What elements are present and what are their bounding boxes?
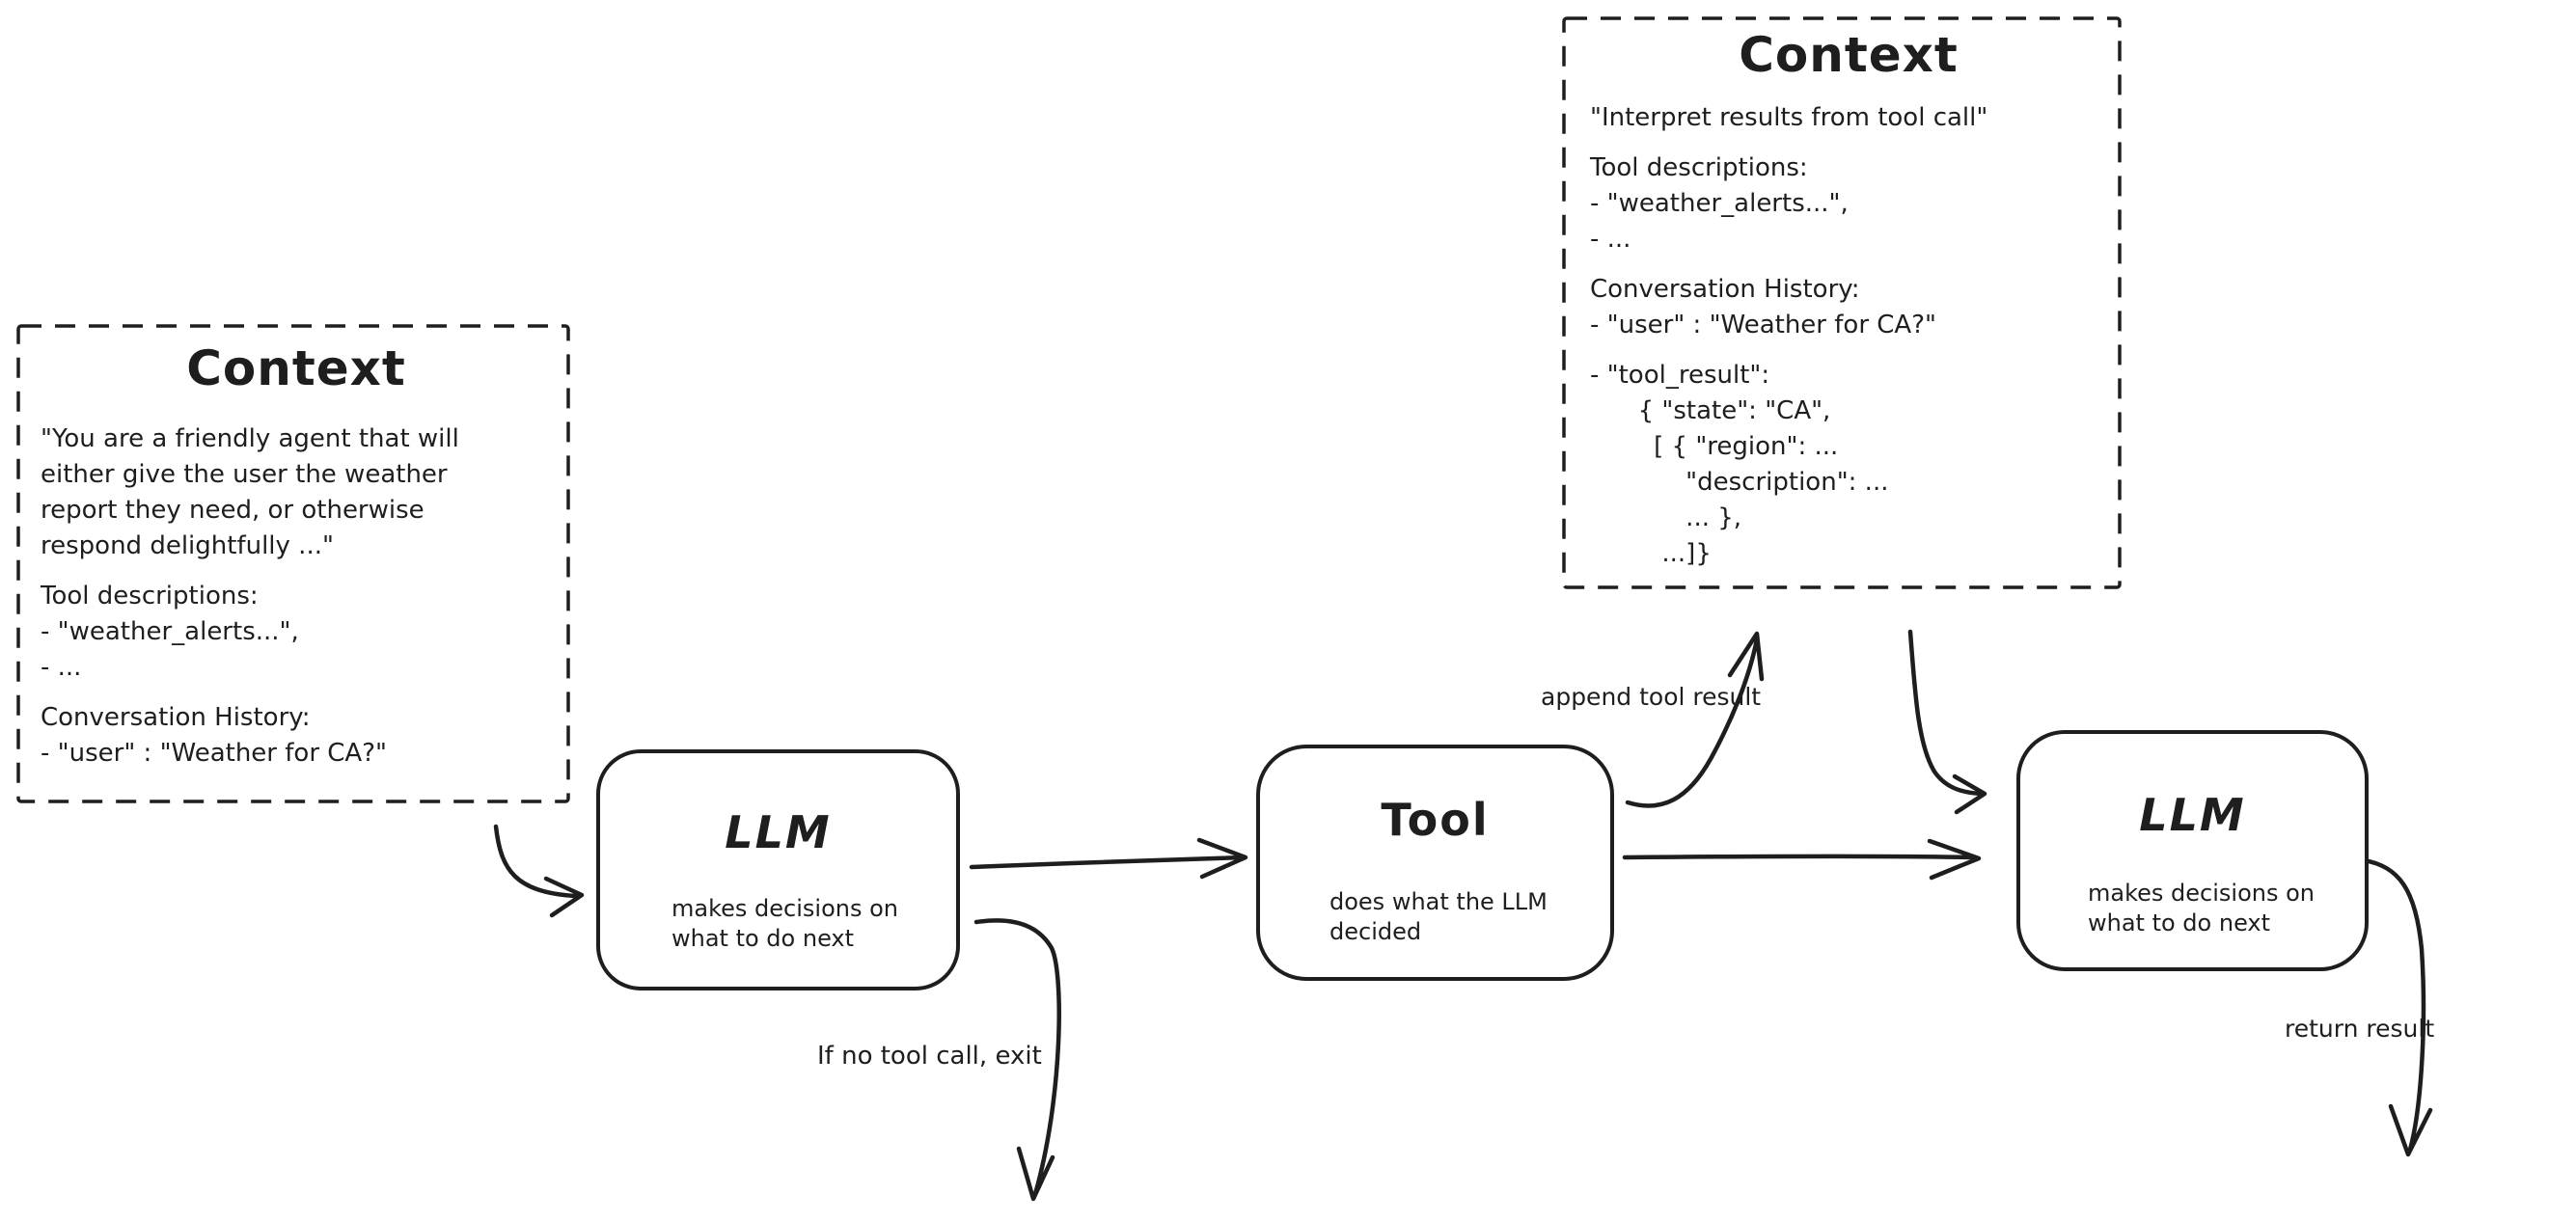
context-right-body: "Interpret results from tool call"Tool d… bbox=[1590, 103, 1988, 568]
context-left-border bbox=[16, 324, 570, 803]
label-if-no-tool-call-exit: If no tool call, exit bbox=[817, 1042, 1042, 1071]
arrow-llm1-to-tool bbox=[969, 837, 1248, 880]
arrow-llm2-return-result bbox=[2361, 857, 2433, 1157]
arrow-llm1-exit bbox=[973, 918, 1061, 1202]
label-append-tool-result: append tool result bbox=[1541, 683, 1762, 711]
arrow-tool-to-context-append-result bbox=[1625, 631, 1765, 808]
context-right-title: Context bbox=[1739, 27, 1959, 83]
arrow-context-right-to-llm2 bbox=[1907, 629, 1987, 815]
context-box-left: Context "You are a friendly agent that w… bbox=[17, 325, 569, 802]
node-llm-1-title: LLM bbox=[725, 806, 832, 858]
arrow-tool-to-llm2 bbox=[1622, 838, 1982, 881]
context-box-right: Context "Interpret results from tool cal… bbox=[1563, 17, 2121, 588]
label-return-result: return result bbox=[2285, 1015, 2435, 1043]
context-left-title: Context bbox=[186, 340, 406, 396]
node-llm-2-title: LLM bbox=[2139, 789, 2246, 841]
arrow-context-left-to-llm1 bbox=[493, 824, 585, 918]
node-tool-title: Tool bbox=[1381, 794, 1490, 846]
context-right-border bbox=[1562, 16, 2122, 589]
